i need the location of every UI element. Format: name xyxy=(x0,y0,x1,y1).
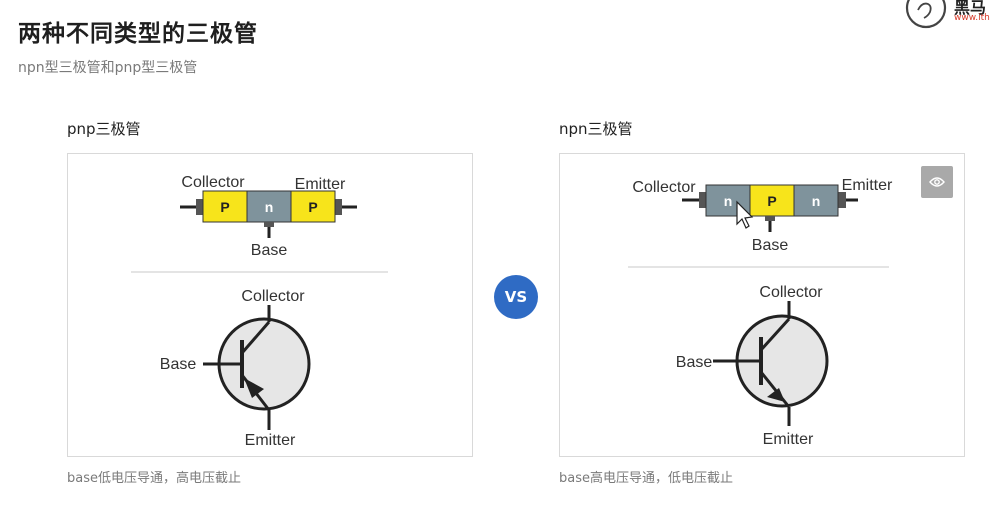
npn-panel-label: npn三极管 xyxy=(559,120,633,138)
vs-badge: VS xyxy=(494,275,538,319)
npn-block-base-label: Base xyxy=(752,237,789,254)
pnp-diagram-card: P n P Collector Emitter Base Collector B… xyxy=(67,153,473,457)
npn-region-n-right xyxy=(793,184,839,217)
logo-url: www.ith xyxy=(954,13,990,23)
npn-diagram-card: n P n Collector Emitter Base Collector B… xyxy=(559,153,965,457)
pnp-segment-1: P xyxy=(220,199,229,215)
npn-block-emitter-label: Emitter xyxy=(842,177,893,194)
pnp-segment-2: n xyxy=(265,199,274,215)
npn-segment-2: P xyxy=(767,193,776,209)
pnp-block-collector-label: Collector xyxy=(181,174,245,191)
npn-segment-3: n xyxy=(812,193,821,209)
page-title: 两种不同类型的三极管 xyxy=(18,21,258,47)
pnp-symbol-base-label: Base xyxy=(160,356,197,373)
mouse-pointer-icon xyxy=(736,200,754,229)
logo-text: 黑马 xyxy=(954,0,987,17)
pnp-segment-3: P xyxy=(308,199,317,215)
npn-transistor-symbol: Collector Base Emitter xyxy=(676,284,829,448)
eye-icon xyxy=(929,177,945,187)
pnp-transistor-symbol: Collector Base Emitter xyxy=(160,288,311,449)
page-subtitle: npn型三极管和pnp型三极管 xyxy=(18,60,198,76)
npn-block-diagram: n P n Collector Emitter Base xyxy=(632,177,893,254)
pnp-region-p-right xyxy=(290,190,336,223)
pnp-symbol-collector-label: Collector xyxy=(241,288,305,305)
pnp-arrow-icon xyxy=(244,378,264,398)
pnp-diagram: P n P Collector Emitter Base Collector B… xyxy=(131,174,388,449)
npn-caption: base高电压导通，低电压截止 xyxy=(559,471,733,486)
pnp-block-diagram: P n P Collector Emitter Base xyxy=(180,174,357,259)
npn-symbol-emitter-label: Emitter xyxy=(763,431,814,448)
pnp-panel-label: pnp三极管 xyxy=(67,120,141,138)
pnp-symbol-emitter-label: Emitter xyxy=(245,432,296,449)
npn-arrow-icon xyxy=(767,388,785,402)
horse-logo-icon xyxy=(905,0,947,29)
npn-segment-1: n xyxy=(724,193,733,209)
pnp-block-emitter-label: Emitter xyxy=(295,176,346,193)
npn-diagram: n P n Collector Emitter Base Collector B… xyxy=(628,177,893,448)
view-image-button[interactable] xyxy=(921,166,953,198)
pnp-region-p-left xyxy=(202,190,248,223)
pnp-caption: base低电压导通，高电压截止 xyxy=(67,471,241,486)
npn-block-collector-label: Collector xyxy=(632,179,696,196)
pnp-block-base-label: Base xyxy=(251,242,288,259)
brand-logo: 黑马 www.ith xyxy=(904,0,990,30)
npn-symbol-collector-label: Collector xyxy=(759,284,823,301)
npn-symbol-base-label: Base xyxy=(676,354,713,371)
